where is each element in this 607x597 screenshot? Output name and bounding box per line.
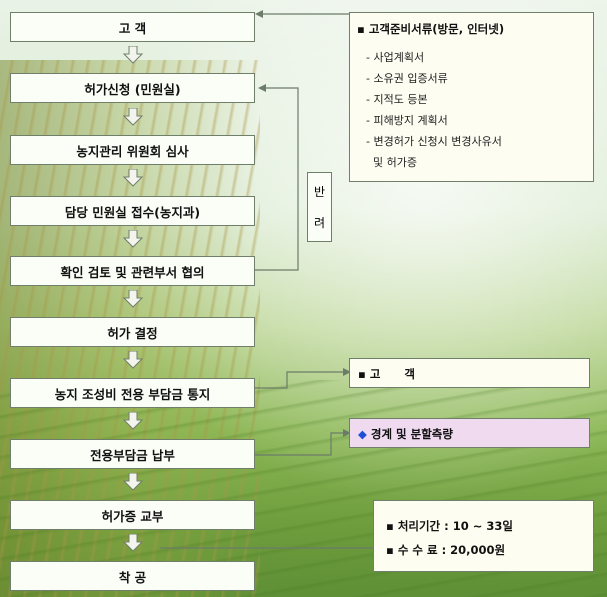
down-arrow-icon: [123, 351, 143, 369]
step-committee-review: 농지관리 위원회 심사: [10, 135, 255, 165]
down-arrow-icon: [123, 534, 143, 552]
fee-text: 수 수 료 : 20,000원: [397, 543, 506, 557]
step-receipt: 담당 민원실 접수(농지과): [10, 196, 255, 226]
document-item: - 지적도 등본: [366, 93, 428, 106]
fee: ▪ 수 수 료 : 20,000원: [386, 543, 506, 557]
customer-note-box: ▪ 고 객: [349, 358, 590, 388]
boundary-survey-text: 경계 및 분할측량: [370, 427, 453, 441]
processing-period: ▪ 처리기간 : 10 ~ 33일: [386, 519, 513, 533]
step-construction: 착 공: [10, 561, 255, 591]
return-label: 반 려: [307, 172, 332, 242]
document-item: - 변경허가 신청시 변경사유서: [366, 135, 502, 148]
step-review-consult: 확인 검토 및 관련부서 협의: [10, 256, 255, 286]
down-arrow-icon: [123, 412, 143, 430]
down-arrow-icon: [123, 108, 143, 126]
info-box: ▪ 처리기간 : 10 ~ 33일 ▪ 수 수 료 : 20,000원: [373, 500, 594, 572]
document-item: - 피해방지 계획서: [366, 114, 448, 127]
diamond-icon: ◆: [358, 427, 367, 441]
document-item: - 사업계획서: [366, 51, 425, 64]
step-permit-decision: 허가 결정: [10, 317, 255, 347]
documents-title: ▪ 고객준비서류(방문, 인터넷): [357, 22, 505, 36]
step-charge-notice: 농지 조성비 전용 부담금 통지: [10, 378, 255, 408]
down-arrow-icon: [123, 290, 143, 308]
step-permit-application: 허가신청 (민원실): [10, 73, 255, 103]
customer-note-text: 고 객: [369, 367, 415, 381]
step-charge-payment: 전용부담금 납부: [10, 439, 255, 469]
return-label-char: 려: [313, 216, 326, 230]
document-item: 및 허가증: [366, 156, 417, 169]
customer-note: ▪ 고 객: [358, 367, 415, 381]
boundary-survey: ◆ 경계 및 분할측량: [358, 426, 453, 442]
documents-title-text: 고객준비서류(방문, 인터넷): [368, 22, 505, 36]
down-arrow-icon: [123, 230, 143, 248]
document-item: - 소유권 입증서류: [366, 72, 448, 85]
return-label-char: 반: [313, 185, 326, 199]
documents-box: ▪ 고객준비서류(방문, 인터넷) - 사업계획서 - 소유권 입증서류 - 지…: [349, 12, 594, 182]
down-arrow-icon: [123, 46, 143, 64]
boundary-survey-box: ◆ 경계 및 분할측량: [349, 418, 590, 448]
processing-period-text: 처리기간 : 10 ~ 33일: [397, 519, 513, 533]
down-arrow-icon: [123, 169, 143, 187]
down-arrow-icon: [123, 473, 143, 491]
step-permit-issue: 허가증 교부: [10, 500, 255, 530]
step-customer: 고 객: [10, 12, 255, 42]
